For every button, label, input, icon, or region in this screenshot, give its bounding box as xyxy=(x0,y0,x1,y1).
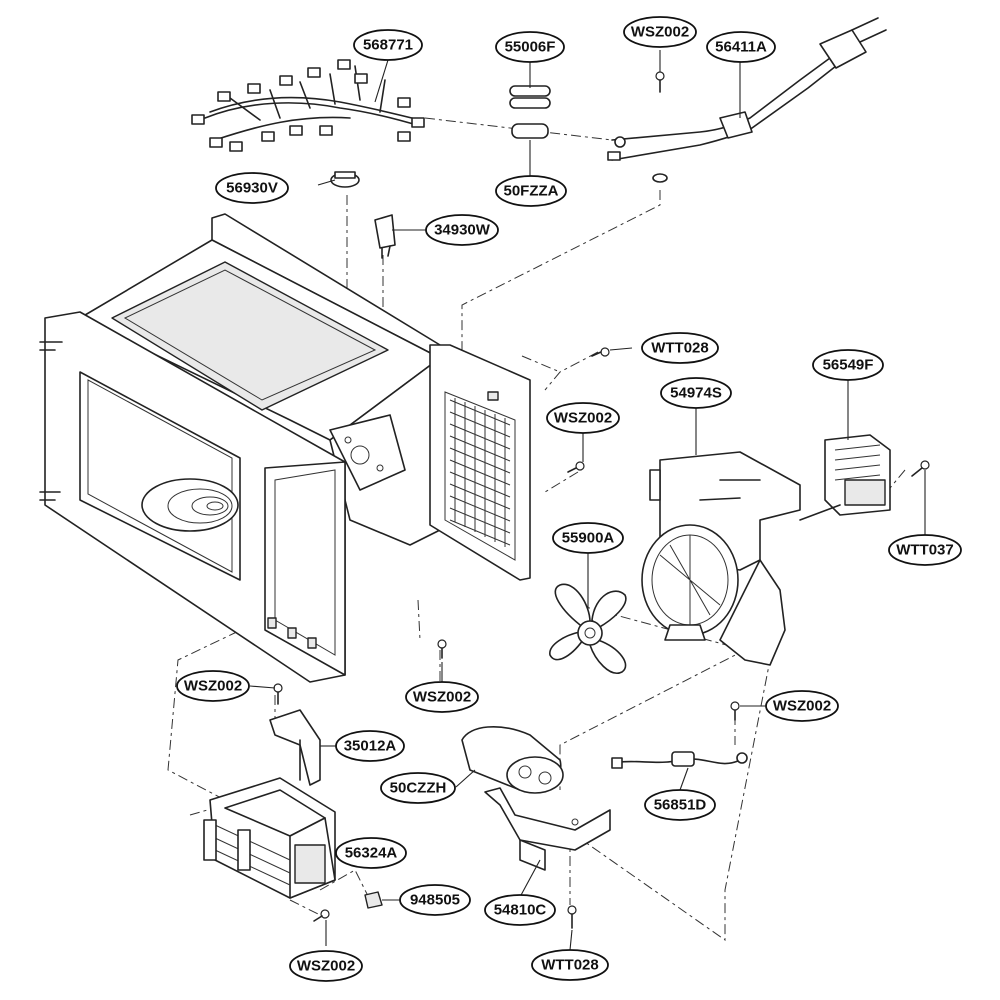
label-50CZZH: 50CZZH xyxy=(380,772,456,804)
screw-wtt037 xyxy=(911,460,930,477)
svg-text:WSZ002: WSZ002 xyxy=(773,698,831,715)
screw-wtt028-mid xyxy=(591,347,610,357)
wire-harness xyxy=(191,59,425,152)
label-56851D: 56851D xyxy=(644,789,716,821)
label-568771: 568771 xyxy=(353,29,423,61)
svg-text:WTT028: WTT028 xyxy=(541,957,599,974)
label-wtt037: WTT037 xyxy=(888,534,962,566)
screw-wtt028-bot xyxy=(567,905,577,929)
cooling-fan xyxy=(549,583,627,674)
label-56549F: 56549F xyxy=(812,349,884,381)
svg-text:WSZ002: WSZ002 xyxy=(297,958,355,975)
svg-text:50CZZH: 50CZZH xyxy=(390,780,447,797)
svg-text:55900A: 55900A xyxy=(562,530,615,547)
svg-text:34930W: 34930W xyxy=(434,222,491,239)
capacitor xyxy=(461,725,564,794)
screw-wsz002-cav xyxy=(437,639,447,659)
label-wsz002-mid: WSZ002 xyxy=(546,402,620,434)
svg-text:WSZ002: WSZ002 xyxy=(631,24,689,41)
svg-text:55006F: 55006F xyxy=(505,39,556,56)
label-wsz002-top: WSZ002 xyxy=(623,16,697,48)
capacitor-bracket xyxy=(484,787,611,871)
svg-text:WSZ002: WSZ002 xyxy=(413,689,471,706)
svg-text:54974S: 54974S xyxy=(670,385,722,402)
label-wsz002-cav: WSZ002 xyxy=(405,681,479,713)
svg-text:50FZZA: 50FZZA xyxy=(503,183,558,200)
label-wtt028-mid: WTT028 xyxy=(641,332,719,364)
label-wsz002-right: WSZ002 xyxy=(765,690,839,722)
noise-filter-cable xyxy=(611,751,748,769)
vent-grid xyxy=(449,398,511,547)
motor-bracket xyxy=(641,451,801,666)
part-948505 xyxy=(364,891,383,909)
label-wsz002-left: WSZ002 xyxy=(176,670,250,702)
label-54810C: 54810C xyxy=(484,894,556,926)
label-wtt028-bot: WTT028 xyxy=(531,949,609,981)
svg-text:WSZ002: WSZ002 xyxy=(184,678,242,695)
label-56411A: 56411A xyxy=(706,31,776,63)
screw-wsz002-right xyxy=(730,701,740,721)
screw-wsz002-top xyxy=(655,71,665,93)
label-56324A: 56324A xyxy=(335,837,407,869)
oven-cavity-assembly xyxy=(39,213,531,683)
label-34930W: 34930W xyxy=(425,214,499,246)
fuse-holder xyxy=(509,85,551,109)
label-wsz002-bot: WSZ002 xyxy=(289,950,363,982)
transformer-56549f xyxy=(799,434,891,521)
svg-text:56411A: 56411A xyxy=(715,39,767,56)
svg-text:56324A: 56324A xyxy=(345,845,398,862)
label-55900A: 55900A xyxy=(552,522,624,554)
label-54974S: 54974S xyxy=(660,377,732,409)
svg-text:WTT028: WTT028 xyxy=(651,340,709,357)
svg-text:54810C: 54810C xyxy=(494,902,547,919)
svg-text:56930V: 56930V xyxy=(226,180,278,197)
label-55006F: 55006F xyxy=(495,31,565,63)
thermostat xyxy=(330,171,360,188)
svg-text:56851D: 56851D xyxy=(654,797,707,814)
svg-text:568771: 568771 xyxy=(363,37,413,54)
magnetron xyxy=(203,777,336,899)
svg-text:56549F: 56549F xyxy=(823,357,874,374)
svg-text:WTT037: WTT037 xyxy=(896,542,954,559)
svg-text:35012A: 35012A xyxy=(344,738,397,755)
label-50FZZA: 50FZZA xyxy=(495,175,567,207)
svg-text:948505: 948505 xyxy=(410,892,460,909)
screw-wsz002-left xyxy=(273,683,283,705)
label-948505: 948505 xyxy=(399,884,471,916)
bracket-35012a xyxy=(269,709,321,786)
label-56930V: 56930V xyxy=(215,172,289,204)
power-cord xyxy=(607,17,887,183)
label-35012A: 35012A xyxy=(335,730,405,762)
screw-wsz002-bot xyxy=(313,909,330,922)
screws xyxy=(273,71,930,929)
screw-wsz002-mid xyxy=(567,461,585,473)
fuse xyxy=(511,123,549,139)
svg-text:WSZ002: WSZ002 xyxy=(554,410,612,427)
switch-latch xyxy=(374,214,396,259)
leader-lines xyxy=(249,50,926,951)
